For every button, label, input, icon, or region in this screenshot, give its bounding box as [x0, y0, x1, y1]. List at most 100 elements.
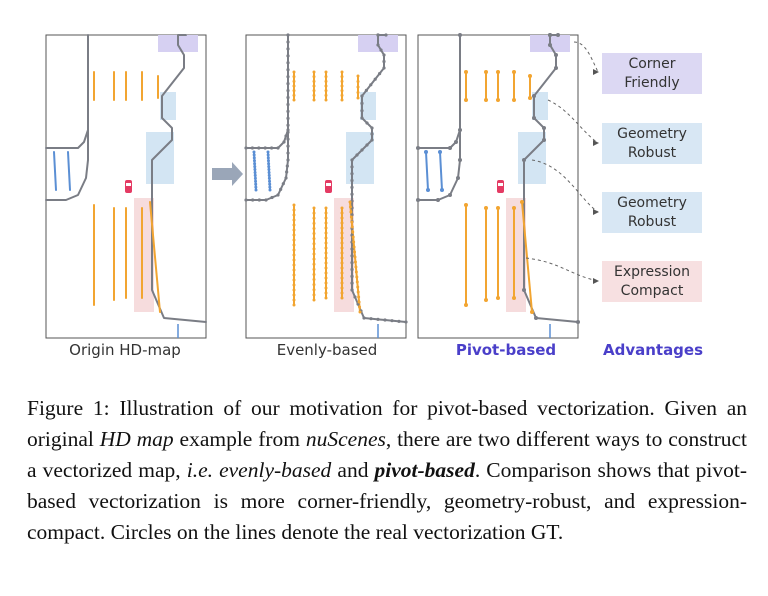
divider-point: [340, 261, 344, 265]
figure: Origin HD-map Evenly-based Pivot-based A…: [45, 33, 703, 359]
divider-point: [324, 211, 328, 215]
pivot-point: [458, 128, 462, 132]
boundary-point: [360, 101, 364, 105]
pivot-point: [484, 206, 488, 210]
boundary-point: [350, 254, 354, 258]
boundary-point: [353, 295, 357, 299]
divider-point: [324, 281, 328, 285]
caption-text: Illustration of our motivation for pivot…: [27, 396, 748, 451]
divider-point: [355, 275, 359, 279]
divider-point: [292, 258, 296, 262]
pivot-point: [512, 296, 516, 300]
boundary-point: [360, 148, 364, 152]
boundary-point: [382, 53, 386, 57]
crossing-point: [252, 156, 256, 160]
divider-point: [324, 276, 328, 280]
divider-point: [356, 285, 360, 289]
divider-point: [324, 93, 328, 97]
divider-point: [312, 293, 316, 297]
divider-point: [292, 233, 296, 237]
boundary-point: [360, 116, 364, 120]
divider-point: [354, 265, 358, 269]
crossing-point: [267, 165, 271, 169]
crossing-point: [266, 153, 270, 157]
car-window: [498, 183, 503, 186]
divider-point: [340, 276, 344, 280]
boundary-point: [286, 109, 290, 113]
advantage-geometry-robust-1: Geometry Robust: [602, 123, 702, 164]
crossing-point: [268, 188, 272, 192]
arrow-icon: [212, 162, 243, 186]
pivot-point: [542, 138, 546, 142]
boundary-point: [365, 121, 369, 125]
pivot-point: [554, 66, 558, 70]
crossing-point: [268, 185, 272, 189]
divider-point: [292, 243, 296, 247]
pedestrian-crossing: [439, 151, 443, 191]
pivot-point: [528, 96, 532, 100]
figure-caption: Figure 1: Illustration of our motivation…: [27, 393, 747, 548]
divider-point: [340, 296, 344, 300]
pivot-point: [548, 43, 552, 47]
divider-point: [312, 262, 316, 266]
divider-point: [292, 203, 296, 207]
boundary-point: [244, 146, 248, 150]
boundary-point: [286, 144, 290, 148]
divider-point: [357, 295, 361, 299]
boundary-point: [281, 182, 285, 186]
divider-point: [340, 93, 344, 97]
car-icon: [497, 180, 504, 193]
boundary-point: [362, 316, 366, 320]
divider-point: [349, 215, 353, 219]
divider-point: [324, 251, 328, 255]
divider-point: [340, 251, 344, 255]
boundary-point: [350, 261, 354, 265]
divider-point: [353, 250, 357, 254]
boundary-point: [382, 66, 386, 70]
divider-point: [340, 70, 344, 74]
divider-point: [292, 223, 296, 227]
divider-point: [292, 278, 296, 282]
crossing-point: [266, 159, 270, 163]
crossing-point: [253, 168, 257, 172]
divider-point: [324, 221, 328, 225]
divider-point: [292, 84, 296, 88]
boundary-point: [350, 158, 354, 162]
boundary-point: [376, 33, 380, 37]
divider-point: [324, 89, 328, 93]
boundary-point: [286, 123, 290, 127]
boundary-point: [284, 176, 288, 180]
road-boundary: [151, 34, 207, 323]
crossing-point: [253, 170, 257, 174]
connector-arrowhead: [593, 140, 599, 146]
divider-point: [312, 216, 316, 220]
divider-point: [324, 291, 328, 295]
boundary-point: [369, 83, 373, 87]
boundary-point: [250, 146, 254, 150]
divider-point: [292, 263, 296, 267]
boundary-point: [276, 193, 280, 197]
crossing-point: [252, 153, 256, 157]
divider-point: [356, 85, 360, 89]
boundary-point: [360, 94, 364, 98]
caption-ie: i.e.: [186, 458, 213, 482]
divider-point: [358, 305, 362, 309]
pivot-point: [548, 33, 552, 37]
pivot-point: [496, 98, 500, 102]
highlight-expression: [134, 198, 154, 312]
boundary-point: [251, 198, 255, 202]
connector-arrowhead: [593, 69, 599, 75]
divider-point: [353, 260, 357, 264]
caption-text: . Comparison shows that pivot-based vect…: [27, 458, 748, 544]
pivot-point: [440, 188, 444, 192]
advantage-corner-friendly: Corner Friendly: [602, 53, 702, 94]
divider-point: [324, 256, 328, 260]
caption-text: example from: [173, 427, 306, 451]
crossing-point: [266, 156, 270, 160]
boundary-point: [382, 59, 386, 64]
divider-point: [292, 208, 296, 212]
divider-point: [312, 226, 316, 230]
boundary-point: [286, 54, 290, 58]
divider-point: [353, 255, 357, 259]
connector-arrowhead: [593, 209, 599, 215]
